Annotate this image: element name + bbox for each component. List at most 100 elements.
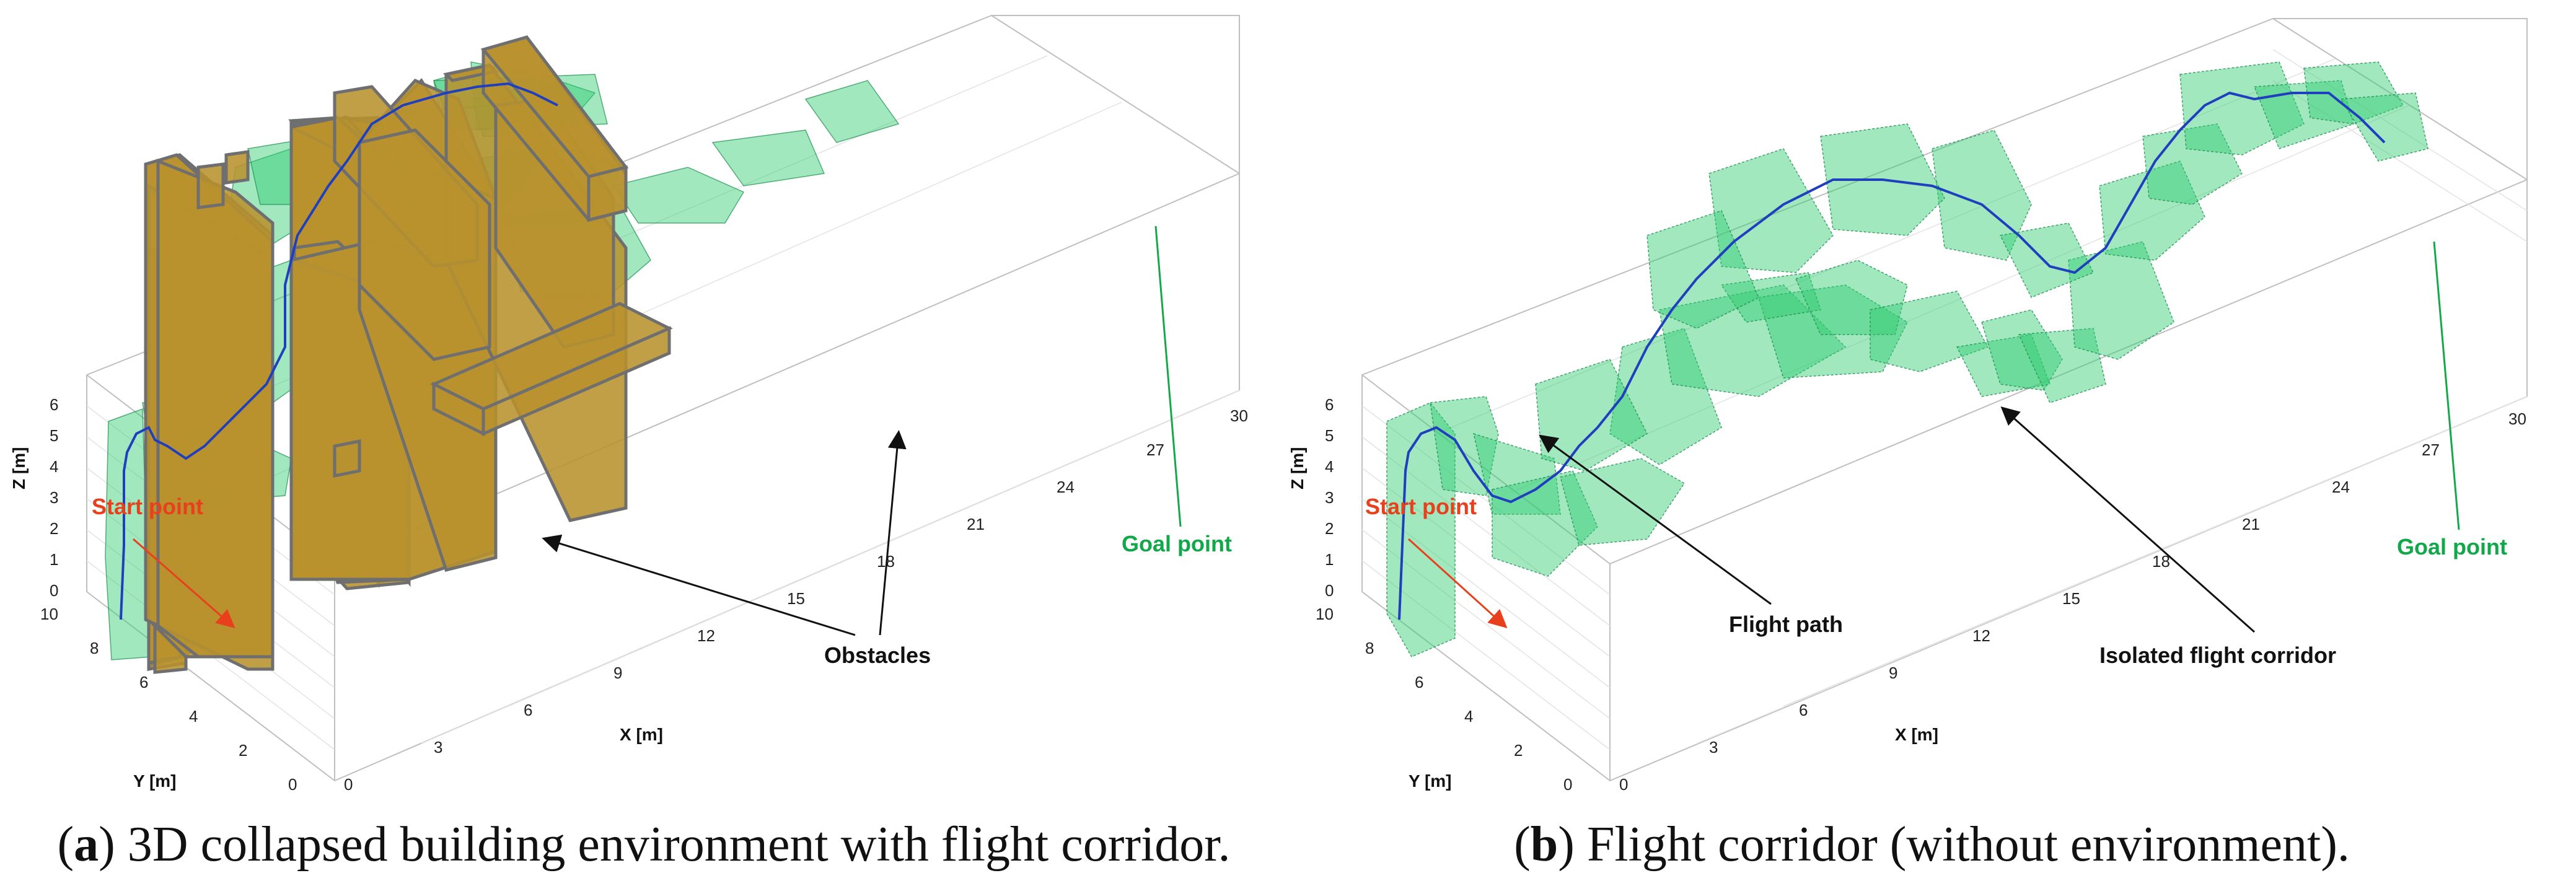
- corridor-segment: [2303, 61, 2404, 125]
- x-tick: 21: [2242, 515, 2260, 533]
- z-axis-label: Z [m]: [9, 447, 29, 489]
- x-tick: 24: [1057, 478, 1075, 496]
- x-tick: 0: [1619, 775, 1628, 794]
- obstacles-label: Obstacles: [824, 643, 931, 668]
- x-tick: 0: [344, 775, 353, 794]
- obstacle-small-cube: [333, 439, 361, 478]
- obstacle-cube: [196, 162, 225, 209]
- caption-letter: a: [74, 817, 99, 872]
- corridor-segment: [1956, 334, 2051, 397]
- x-tick: 30: [2508, 410, 2526, 428]
- corridor-segment: [1708, 148, 1834, 273]
- z-tick: 3: [1325, 488, 1334, 507]
- panel-b: 0 1 2 3 4 5 6 Z [m] 0 2 4 6 8 10 Y [m] 0…: [1288, 0, 2576, 886]
- corridor-segment: [1870, 291, 1989, 372]
- z-axis-label: Z [m]: [1288, 447, 1307, 489]
- y-tick: 4: [1464, 707, 1473, 726]
- caption-text: 3D collapsed building environment with f…: [127, 817, 1231, 872]
- corridor-arrow: [2000, 406, 2255, 633]
- y-tick: 10: [1316, 605, 1334, 623]
- corridor-segment: [2018, 328, 2106, 403]
- y-tick: 6: [1415, 673, 1423, 691]
- z-tick: 0: [50, 581, 58, 600]
- obstacles-layer: [144, 35, 673, 674]
- y-tick: 2: [1514, 741, 1523, 760]
- z-tick: 5: [50, 426, 58, 445]
- z-axis: 0 1 2 3 4 5 6 Z [m]: [9, 395, 58, 600]
- plot-a: 0 1 2 3 4 5 6 Z [m] 0 2 4 6 8 10 Y [m] 0…: [9, 15, 1248, 794]
- z-tick: 4: [1325, 457, 1334, 476]
- x-tick: 9: [613, 664, 622, 682]
- z-tick: 4: [50, 457, 58, 476]
- corridor-label: Isolated flight corridor: [2099, 643, 2336, 668]
- z-tick: 2: [1325, 519, 1334, 538]
- panel-a: 0 1 2 3 4 5 6 Z [m] 0 2 4 6 8 10 Y [m] 0…: [9, 15, 1248, 872]
- obstacle-slab-long: [481, 326, 671, 436]
- corridor-segment: [1795, 260, 1908, 335]
- x-tick: 12: [1972, 626, 1990, 645]
- y-tick: 4: [189, 707, 198, 726]
- corridor-segment: [1659, 284, 1847, 397]
- z-tick: 5: [1325, 426, 1334, 445]
- plot-b: 0 1 2 3 4 5 6 Z [m] 0 2 4 6 8 10 Y [m] 0…: [1288, 18, 2528, 794]
- y-tick: 8: [1365, 639, 1374, 657]
- corridor-segment: [1430, 396, 1499, 496]
- x-tick: 30: [1230, 406, 1248, 425]
- x-axis: 0 3 6 9 12 15 18 21 24 27 30 X [m]: [1619, 410, 2526, 794]
- goal-leader: [2433, 241, 2460, 530]
- x-tick: 3: [434, 738, 442, 757]
- obstacles-arrow-1: [542, 534, 856, 636]
- goal-point-label: Goal point: [2397, 534, 2507, 559]
- start-point-label: Start point: [1365, 494, 1477, 519]
- corridor-segment: [2068, 241, 2174, 360]
- x-tick: 3: [1709, 738, 1718, 757]
- start-point-label: Start point: [92, 494, 203, 519]
- obstacle-slab-top: [587, 165, 628, 222]
- z-tick: 1: [1325, 550, 1334, 569]
- corridor-segment: [1609, 328, 1722, 465]
- y-axis: 0 2 4 6 8 10 Y [m]: [1316, 605, 1572, 794]
- start-arrow: [133, 538, 235, 628]
- corridor-segment: [1981, 309, 2063, 391]
- x-tick: 12: [697, 626, 715, 645]
- y-tick: 0: [1563, 775, 1572, 794]
- obstacle-cube: [224, 150, 250, 185]
- x-tick: 27: [2422, 441, 2440, 459]
- x-tick: 21: [967, 515, 985, 533]
- x-tick: 6: [1799, 701, 1808, 719]
- y-tick: 0: [288, 775, 297, 794]
- x-axis-label: X [m]: [1895, 725, 1938, 744]
- z-tick: 1: [50, 550, 58, 569]
- y-tick: 10: [40, 605, 58, 623]
- goal-leader: [1154, 226, 1182, 527]
- x-tick: 27: [1146, 441, 1164, 459]
- corridor-segment: [1720, 272, 1821, 323]
- y-tick: 8: [90, 639, 99, 657]
- start-arrow: [1407, 538, 1508, 629]
- y-axis-label: Y [m]: [1409, 771, 1452, 791]
- corridor-segment: [2099, 160, 2205, 261]
- x-tick: 15: [787, 589, 805, 608]
- corridor-segment: [2340, 92, 2429, 162]
- z-tick: 0: [1325, 581, 1334, 600]
- z-tick: 6: [1325, 395, 1334, 414]
- corridor-segment: [1758, 284, 1908, 379]
- x-axis-label: X [m]: [620, 725, 663, 744]
- caption-letter: b: [1530, 817, 1558, 872]
- caption-a: (a) 3D collapsed building environment wi…: [57, 817, 1231, 872]
- flight-corridor: [1386, 61, 2429, 657]
- flight-path: [1398, 91, 2386, 620]
- caption-text: Flight corridor (without environment).: [1586, 817, 2350, 872]
- flight-path-arrow: [1539, 434, 1772, 605]
- corridor-segment: [2253, 80, 2354, 149]
- y-axis-label: Y [m]: [133, 771, 177, 791]
- z-axis: 0 1 2 3 4 5 6 Z [m]: [1288, 395, 1334, 600]
- x-tick: 6: [524, 701, 532, 719]
- corridor-segment: [1560, 458, 1686, 546]
- corridor-segment: [1646, 210, 1759, 329]
- z-tick: 6: [50, 395, 58, 414]
- caption-b: (b) Flight corridor (without environment…: [1514, 817, 2350, 872]
- x-tick: 9: [1889, 664, 1897, 682]
- z-tick: 3: [50, 488, 58, 507]
- y-tick: 2: [239, 741, 247, 760]
